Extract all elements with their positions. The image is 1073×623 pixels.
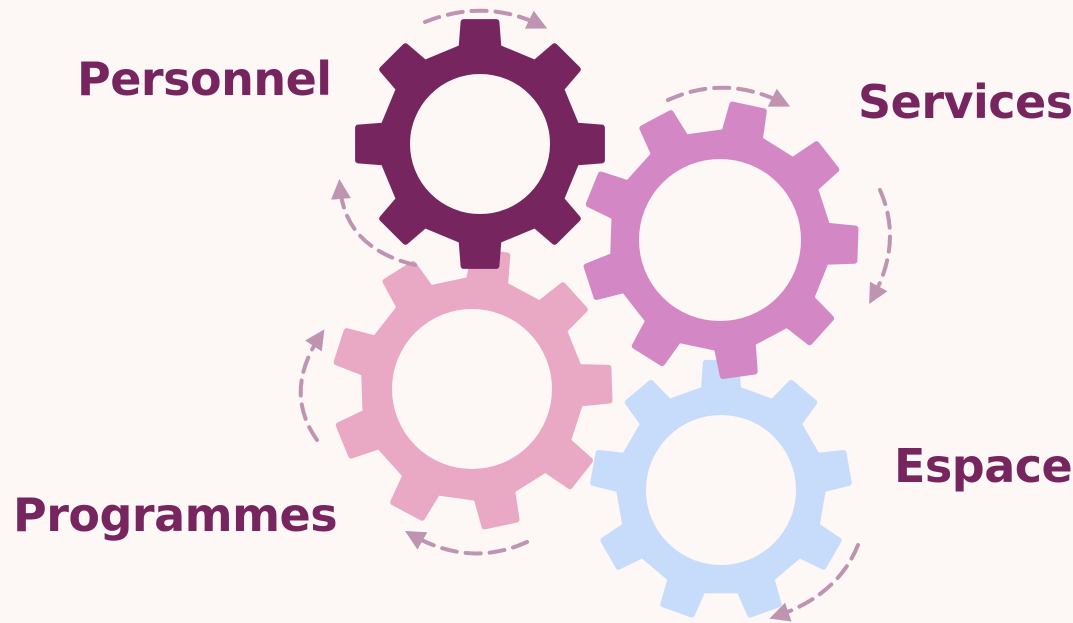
services-gear-icon	[583, 101, 859, 379]
espace-gear-icon	[590, 359, 852, 618]
services-right-rotation-arrow	[869, 188, 892, 305]
personnel-top-rotation-arrow	[423, 8, 548, 29]
programmes-bottom-rotation-arrow	[405, 531, 529, 556]
personnel-label: Personnel	[77, 52, 332, 106]
programmes-left-rotation-arrow	[298, 329, 325, 442]
espace-bottom-rotation-arrow	[769, 543, 860, 622]
services-top-rotation-arrow	[666, 85, 791, 107]
espace-label: Espace	[894, 439, 1073, 493]
services-label: Services	[858, 75, 1073, 129]
programmes-gear-icon	[333, 248, 613, 530]
personnel-left-rotation-arrow	[331, 179, 417, 267]
personnel-gear-icon	[355, 19, 605, 269]
programmes-label: Programmes	[13, 488, 338, 542]
